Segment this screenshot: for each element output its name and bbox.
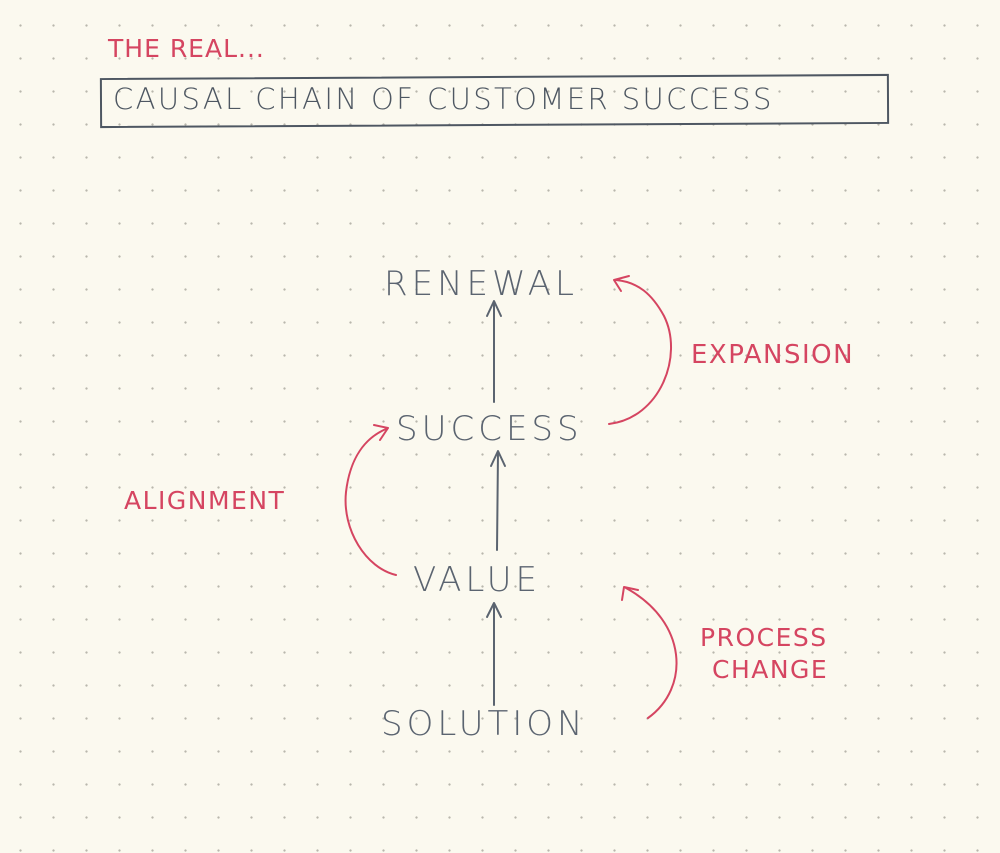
intro-text: THE REAL... — [108, 34, 265, 63]
arrow-value-to-success — [490, 450, 506, 551]
label-alignment: ALIGNMENT — [124, 486, 286, 515]
curve-process-change — [621, 586, 678, 719]
arrow-solution-to-value — [486, 602, 502, 706]
node-renewal: RENEWAL — [384, 264, 578, 304]
label-change: CHANGE — [712, 655, 829, 684]
node-solution: SOLUTION — [381, 704, 587, 744]
node-success: SUCCESS — [396, 409, 583, 449]
curve-alignment — [344, 424, 397, 576]
page-title: CAUSAL CHAIN OF CUSTOMER SUCCESS — [113, 82, 774, 116]
node-value: VALUE — [413, 560, 541, 600]
label-expansion: EXPANSION — [691, 340, 855, 370]
curve-expansion — [608, 275, 673, 425]
label-process: PROCESS — [700, 623, 828, 652]
arrow-success-to-renewal — [486, 300, 502, 403]
